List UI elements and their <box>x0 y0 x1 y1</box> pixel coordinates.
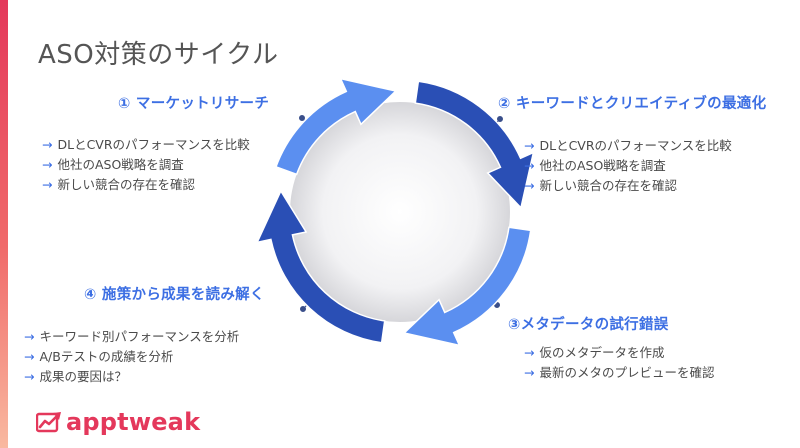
arrow-right-icon: → <box>524 365 535 380</box>
logo-text: apptweak <box>66 408 201 436</box>
arrow-right-icon: → <box>524 138 535 153</box>
list-item: →新しい競合の存在を確認 <box>42 177 195 192</box>
connector-dot-1 <box>299 115 305 121</box>
list-item: →成果の要因は？ <box>24 369 127 384</box>
step-1-list: →DLとCVRのパフォーマンスを比較 →他社のASO戦略を調査 →新しい競合の存… <box>42 135 250 195</box>
step-2-list: →DLとCVRのパフォーマンスを比較 →他社のASO戦略を調査 →新しい競合の存… <box>524 136 732 196</box>
list-item: →新しい競合の存在を確認 <box>524 178 677 193</box>
arrow-right-icon: → <box>24 369 35 384</box>
list-item: →最新のメタのプレビューを確認 <box>524 365 715 380</box>
list-item: →DLとCVRのパフォーマンスを比較 <box>524 138 732 153</box>
arrow-right-icon: → <box>24 329 35 344</box>
connector-dot-2 <box>497 116 503 122</box>
list-item: →他社のASO戦略を調査 <box>524 158 666 173</box>
step-3-heading: ③メタデータの試行錯誤 <box>508 317 669 333</box>
list-item: →仮のメタデータを作成 <box>524 345 665 360</box>
arrow-right-icon: → <box>42 137 53 152</box>
step-1-heading: ① マーケットリサーチ <box>118 96 270 112</box>
step-3-list: →仮のメタデータを作成 →最新のメタのプレビューを確認 <box>524 343 715 383</box>
list-item: →キーワード別パフォーマンスを分析 <box>24 329 240 344</box>
cycle-center-disc <box>290 102 510 322</box>
arrow-right-icon: → <box>524 345 535 360</box>
list-item: →A/Bテストの成績を分析 <box>24 349 174 364</box>
list-item: →他社のASO戦略を調査 <box>42 157 184 172</box>
cycle-arrow-1 <box>274 77 398 176</box>
apptweak-logo: apptweak <box>36 408 200 436</box>
arrow-right-icon: → <box>24 349 35 364</box>
trend-up-logo-icon <box>36 412 61 433</box>
arrow-right-icon: → <box>42 177 53 192</box>
arrow-right-icon: → <box>524 158 535 173</box>
arrow-right-icon: → <box>42 157 53 172</box>
step-4-list: →キーワード別パフォーマンスを分析 →A/Bテストの成績を分析 →成果の要因は？ <box>24 327 239 387</box>
step-4-heading: ④ 施策から成果を読み解く <box>84 287 265 303</box>
step-2-heading: ② キーワードとクリエイティブの最適化 <box>498 96 767 112</box>
cycle-arrow-3 <box>402 226 532 347</box>
cycle-arrow-2 <box>414 80 535 210</box>
connector-dot-4 <box>300 306 306 312</box>
cycle-arrow-4 <box>255 189 386 344</box>
accent-bar <box>0 0 8 448</box>
page-title: ASO対策のサイクル <box>38 40 279 70</box>
list-item: →DLとCVRのパフォーマンスを比較 <box>42 137 250 152</box>
arrow-right-icon: → <box>524 178 535 193</box>
